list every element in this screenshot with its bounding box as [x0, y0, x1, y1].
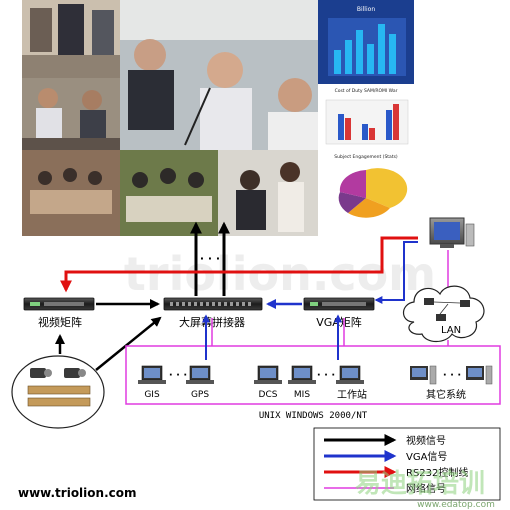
gis-label: GIS	[144, 390, 160, 400]
network-bus	[125, 318, 501, 405]
slide-title: Billion	[357, 6, 375, 13]
splicer-device	[163, 297, 263, 311]
lan-cloud	[402, 285, 485, 343]
legend-label-0: 视频信号	[406, 434, 446, 447]
laptop-icon	[254, 365, 282, 384]
workstation-label: 工作站	[337, 388, 367, 401]
desktop-pc-icon	[466, 365, 493, 385]
rs232-lines	[60, 236, 418, 293]
laptop-icon	[186, 365, 214, 384]
desktop-pc-icon	[410, 365, 437, 385]
legend-label-3: 网络信号	[406, 482, 446, 495]
lan-label: LAN	[441, 325, 461, 336]
slide-chart-title: Cost of Duty SAM/ROMI War	[335, 88, 398, 94]
watermark-text: triolion.com	[124, 247, 436, 301]
camera-icon	[30, 368, 52, 378]
camera-icon	[64, 368, 86, 378]
gps-label: GPS	[191, 390, 209, 400]
os-caption: UNIX WINDOWS 2000/NT	[259, 411, 368, 421]
workstation-row: · · · GIS GPS · · · DCS MIS 工作站	[138, 365, 493, 401]
video-matrix-label: 视频矩阵	[38, 315, 82, 329]
laptop-icon	[138, 365, 166, 384]
ellipsis-mis-ws: · · ·	[317, 370, 335, 381]
control-pc-icon	[429, 217, 475, 248]
video-output-arrows: · · ·	[190, 221, 230, 296]
legend-label-2: RS232控制线	[406, 466, 468, 479]
video-matrix-device	[23, 297, 95, 311]
slide-subtitle: Subject Engagement (Stats)	[334, 154, 398, 160]
ellipsis-gis-gps: · · ·	[169, 370, 187, 381]
vga-matrix-device	[303, 297, 375, 311]
brand-cn-watermark: 易迪拓培训	[355, 469, 485, 499]
legend-label-1: VGA信号	[406, 451, 447, 463]
video-wall: Billion Cost of Duty SAM/ROMI War Subjec…	[22, 0, 414, 236]
website-footer: www.triolion.com	[18, 486, 137, 500]
laptop-icon	[336, 365, 364, 384]
brand-url-watermark: www.edatop.com	[417, 500, 495, 510]
dcs-label: DCS	[259, 390, 278, 400]
camera-cluster	[11, 355, 105, 429]
vga-from-pc	[374, 241, 418, 304]
laptop-icon	[288, 365, 316, 384]
camera-to-splicer-arrow	[95, 316, 162, 371]
wall-photo-tile	[120, 150, 218, 236]
mis-label: MIS	[294, 390, 310, 400]
ellipsis-other: · · ·	[443, 370, 461, 381]
slide-pie	[338, 168, 408, 218]
other-systems-label: 其它系统	[426, 388, 466, 401]
output-ellipsis: · · ·	[200, 252, 220, 265]
